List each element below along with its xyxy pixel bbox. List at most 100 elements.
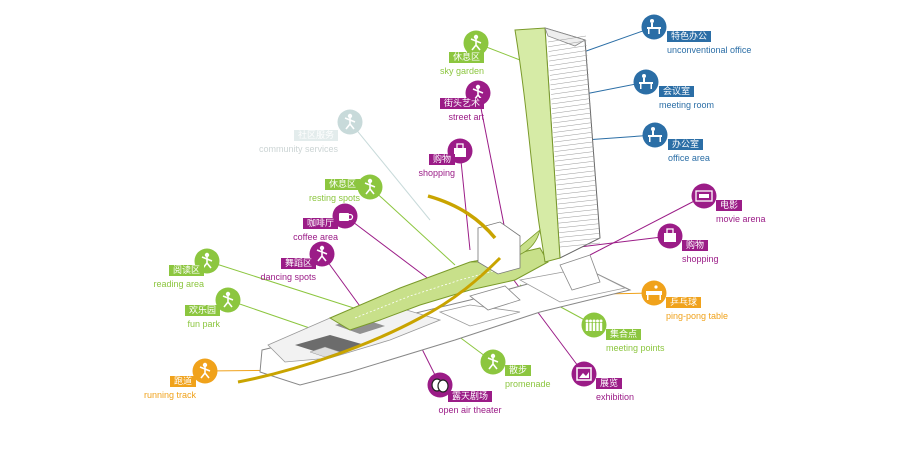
lounge-chair-icon [357, 174, 383, 200]
tower-floor-line [556, 184, 597, 191]
label-en: reading area [153, 279, 204, 289]
label-cn: 购物 [428, 154, 455, 165]
tower-floor-line [548, 50, 588, 57]
label-cn: 购物 [682, 240, 709, 251]
ping-pong-icon [641, 280, 667, 306]
tower-floor-line [554, 151, 594, 157]
label-en: shopping [418, 168, 455, 178]
label-meeting-room: 会议室 meeting room [659, 81, 779, 111]
tower-floor-line [558, 223, 599, 229]
label-cn: 休息区 [448, 52, 484, 63]
office-desk-icon [642, 122, 668, 148]
meeting-table-icon [633, 69, 659, 95]
tree-icon [463, 30, 489, 56]
tower-floor-line [550, 79, 589, 86]
walker-icon [480, 349, 506, 375]
tower-floor-line [551, 93, 590, 100]
leader-line-community-services [349, 121, 431, 221]
leader-line-resting-spots [369, 186, 456, 266]
tower-floor-line [552, 122, 592, 129]
label-cn: 咖啡厅 [302, 218, 338, 229]
leader-line-movie-arena [589, 195, 705, 256]
label-en: promenade [505, 379, 551, 389]
tower-floor-line [547, 35, 587, 43]
label-shopping-lower: 购物 shopping [682, 235, 802, 265]
tower-floor-line [549, 69, 589, 76]
icon-circles [192, 14, 717, 398]
tower-floor-line [552, 112, 592, 119]
leader-line-coffee-area [344, 215, 431, 281]
tower-floor-line [551, 103, 591, 109]
tower-floor-line [558, 209, 598, 214]
label-en: running track [143, 390, 196, 400]
leader-line-unconventional-office [574, 26, 655, 56]
tower-floor-line [550, 83, 590, 90]
tower-floor-line [556, 180, 596, 186]
label-sky-garden: 休息区 sky garden [364, 47, 484, 77]
tower-floor-line [549, 64, 588, 71]
tower-floor-line [549, 59, 588, 67]
label-en: ping-pong table [666, 311, 729, 321]
tower-floor-line [552, 107, 591, 114]
tower-floor-line [559, 233, 600, 238]
label-cn: 会议室 [659, 86, 695, 97]
people-group-icon [581, 312, 607, 338]
runner-icon [192, 358, 218, 384]
tower-floor-line [554, 156, 595, 162]
tower-floor-line [559, 237, 600, 243]
label-cn: 特色办公 [667, 31, 712, 42]
label-en: resting spots [308, 193, 360, 203]
tower-floor-line [559, 242, 601, 248]
coffee-cup-icon [332, 203, 358, 229]
label-shopping-upper: 购物 shopping [335, 149, 455, 179]
play-icon [215, 287, 241, 313]
label-en: coffee area [293, 232, 338, 242]
label-cn: 阅读区 [168, 265, 204, 276]
label-en: fun park [187, 319, 220, 329]
label-en: shopping [682, 254, 719, 264]
label-cn: 跑道 [169, 376, 196, 387]
tower-floor-line [551, 88, 590, 95]
theater-masks-icon [427, 372, 453, 398]
label-en: meeting points [606, 343, 665, 353]
tower-floor-line [558, 213, 599, 219]
cinema-icon [691, 183, 717, 209]
label-en: unconventional office [667, 45, 752, 55]
label-cn: 办公室 [668, 139, 704, 150]
label-en: open air theater [438, 405, 502, 415]
tower-floor-line [555, 165, 595, 171]
leader-line-reading-area [206, 260, 361, 311]
picture-frame-icon [571, 361, 597, 387]
label-en: meeting room [659, 100, 715, 110]
office-tower [469, 27, 601, 275]
label-cn: 社区服务 [293, 130, 338, 141]
leader-line-shopping-upper [459, 150, 471, 251]
tower-floor-line [553, 127, 593, 133]
tower-floor-line [550, 74, 589, 81]
label-en: dancing spots [260, 272, 316, 282]
label-ping-pong-table: 乒乓球 ping-pong table [666, 292, 786, 322]
tower-floor-line [554, 146, 594, 152]
label-en: sky garden [439, 66, 484, 76]
label-cn: 展览 [596, 378, 623, 389]
tower-floor-line [548, 40, 587, 48]
tower-floor-line [553, 132, 593, 138]
tower-floor-line [548, 45, 587, 52]
tower-floor-line [558, 218, 599, 224]
running-track-path [237, 194, 502, 384]
label-cn: 乒乓球 [666, 297, 702, 308]
tower-floor-line [555, 160, 595, 167]
tower-floor-line [557, 194, 597, 200]
label-coffee-area: 咖啡厅 coffee area [218, 213, 338, 243]
